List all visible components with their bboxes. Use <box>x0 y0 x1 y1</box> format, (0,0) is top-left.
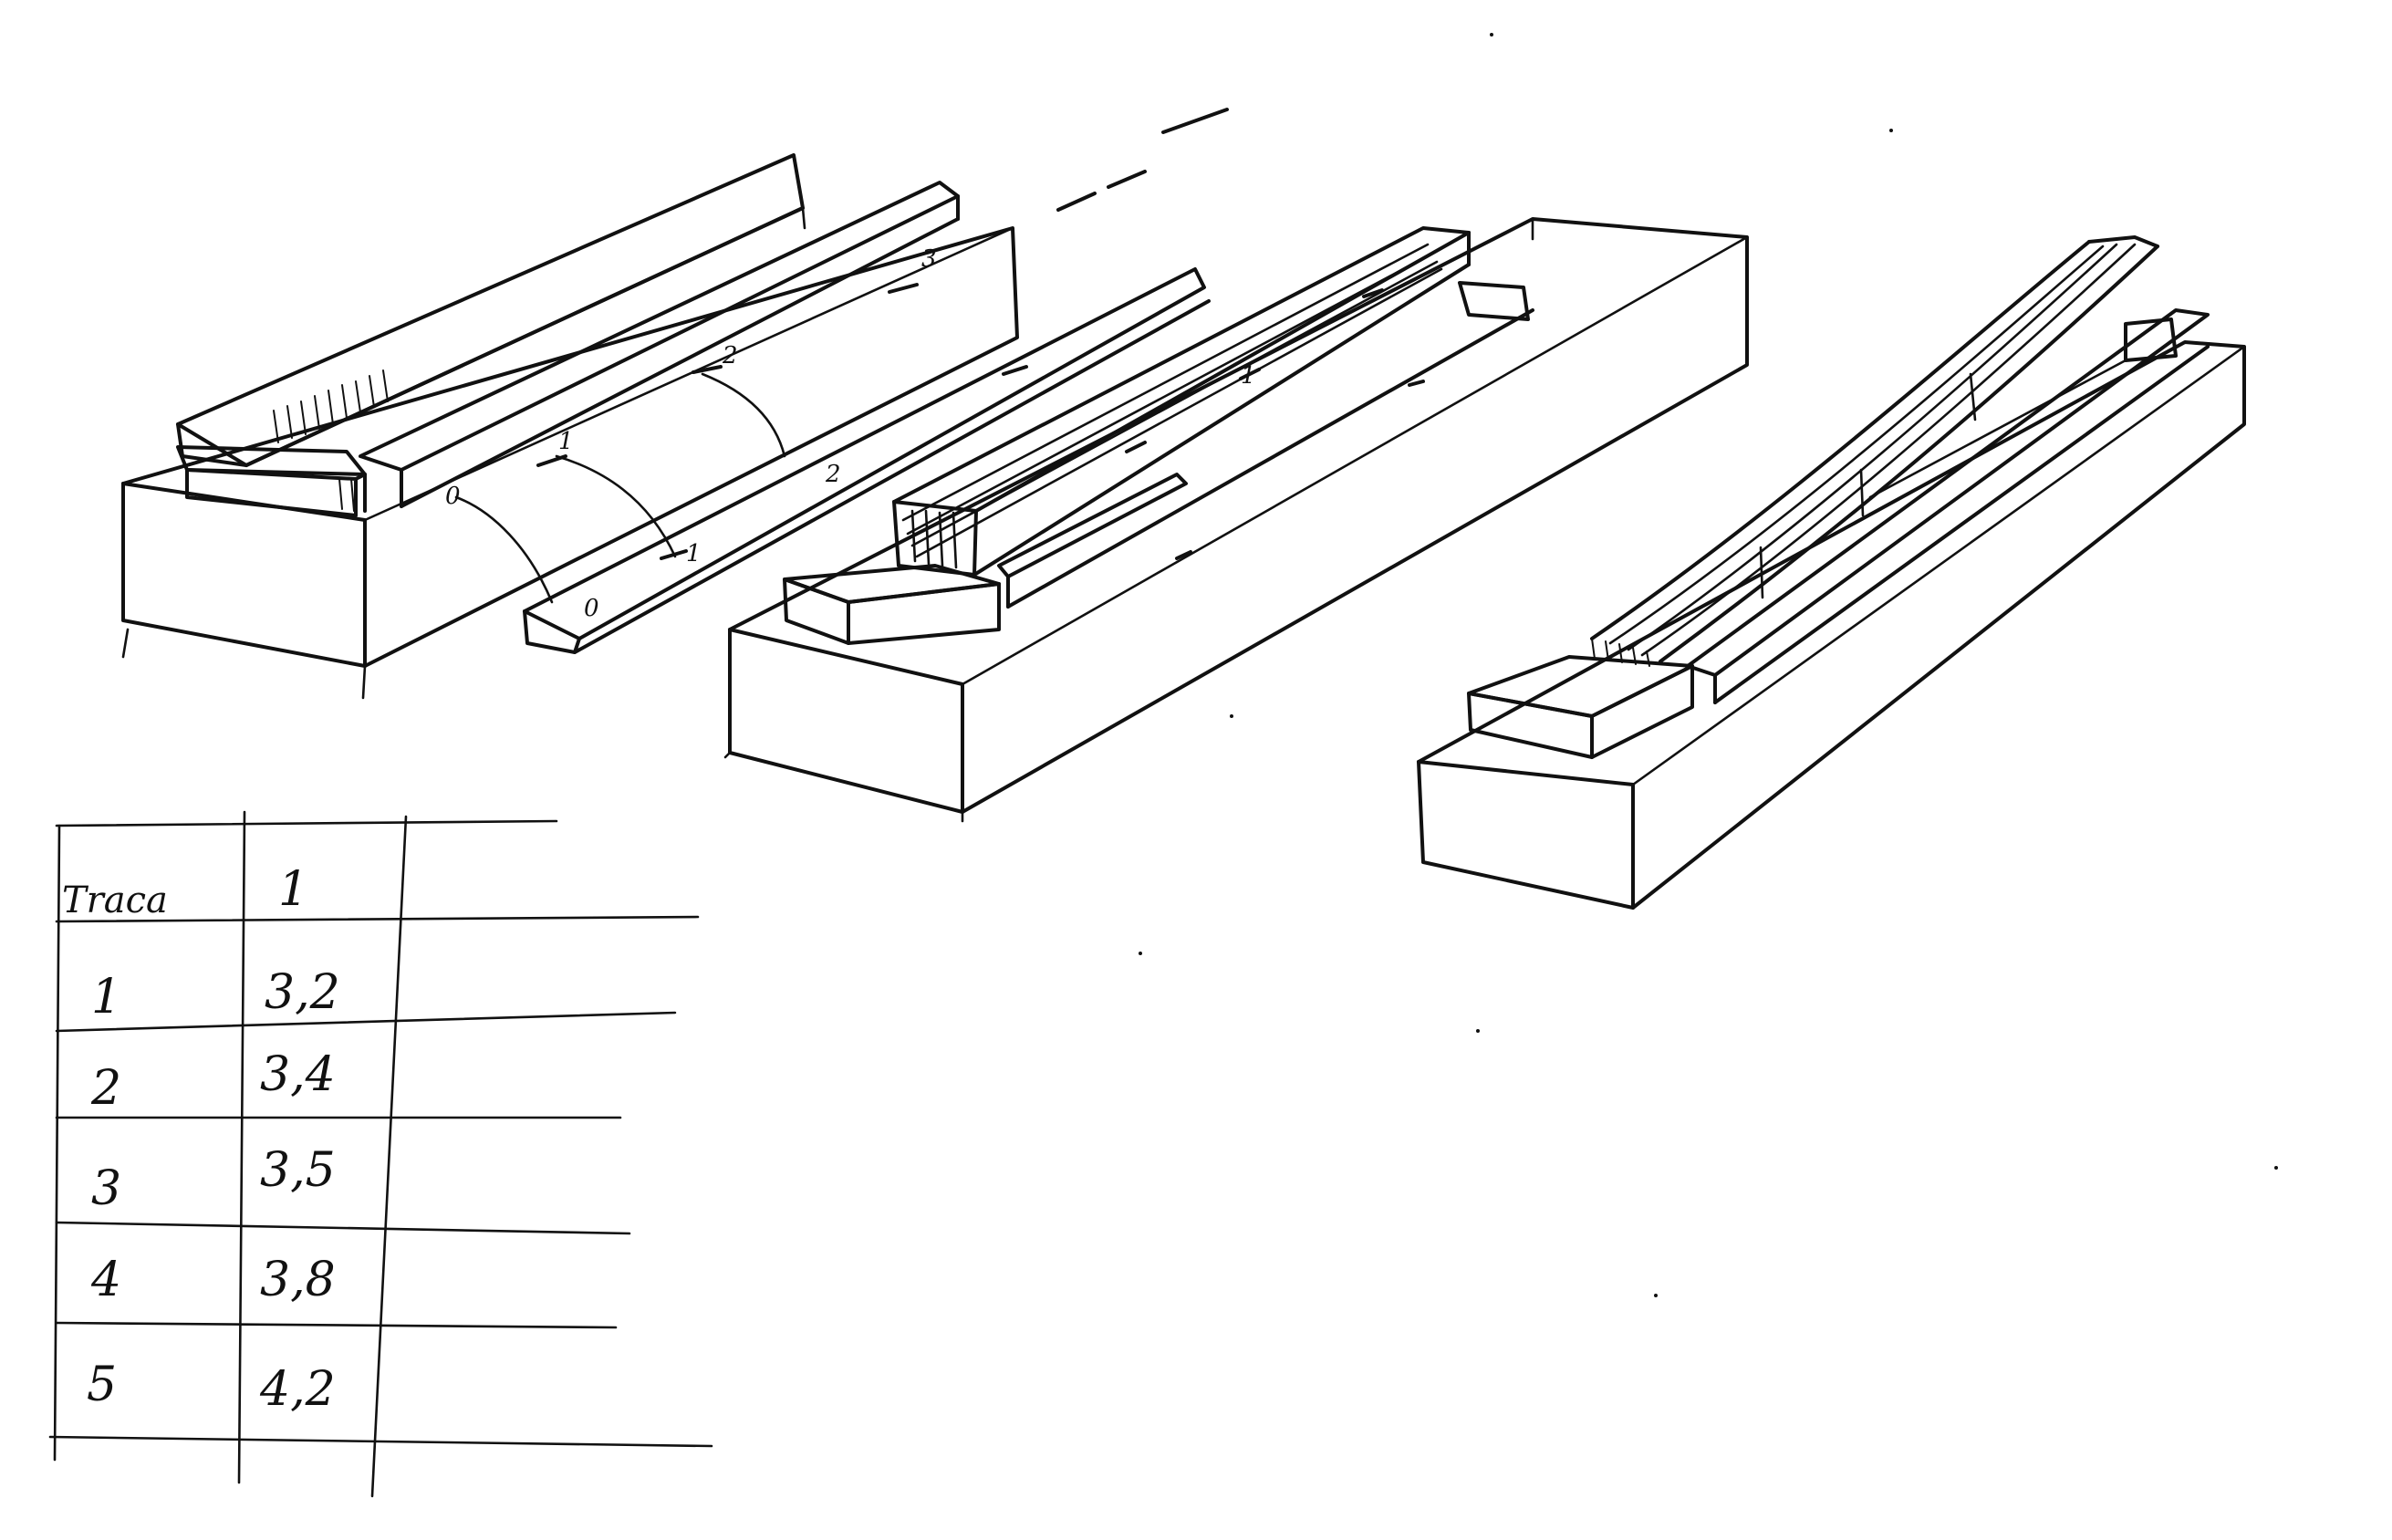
table-header-column-1: 1 <box>278 862 308 917</box>
beam-1-offset-labels: 0 1 2 <box>584 461 841 622</box>
table-cell-value: 3,4 <box>260 1047 336 1102</box>
end-grain-hatching <box>273 369 389 512</box>
paper-specks <box>1139 33 2278 1297</box>
table-cell-value: 3,2 <box>265 965 340 1020</box>
table-cell-traca: 5 <box>87 1358 117 1412</box>
beam-drawing-2 <box>723 217 1749 823</box>
point-label: 0 <box>445 483 461 510</box>
offset-label: 0 <box>584 595 599 622</box>
dashed-guide-line <box>1056 108 1229 212</box>
table-header-traca: Traca <box>62 879 168 921</box>
table-cell-traca: 1 <box>91 970 121 1025</box>
table-cell-value: 4,2 <box>259 1362 336 1417</box>
point-label: 2 <box>722 342 738 369</box>
table-cell-traca: 4 <box>90 1253 121 1307</box>
point-label: 1 <box>558 428 574 455</box>
beam-drawing-1 <box>121 153 1211 700</box>
beam-1-point-labels: 0 1 2 3 <box>445 245 937 510</box>
table-cell-value: 3,5 <box>260 1143 336 1198</box>
beam-2-marks: 1 <box>1241 362 1256 390</box>
beam-drawing-3 <box>1417 235 2246 910</box>
mark-label: 1 <box>1241 362 1256 390</box>
table-cell-traca: 3 <box>91 1161 121 1216</box>
table-cell-value: 3,8 <box>260 1253 336 1307</box>
measurement-table-grid <box>48 810 713 1498</box>
point-label: 3 <box>921 245 937 273</box>
measurement-table: Traca 1 1 3,2 2 3,4 3 3,5 4 3,8 5 4,2 <box>62 862 340 1417</box>
table-cell-traca: 2 <box>90 1061 121 1116</box>
laminate-layers <box>901 243 1443 569</box>
offset-label: 2 <box>825 461 841 488</box>
offset-label: 1 <box>686 540 702 567</box>
